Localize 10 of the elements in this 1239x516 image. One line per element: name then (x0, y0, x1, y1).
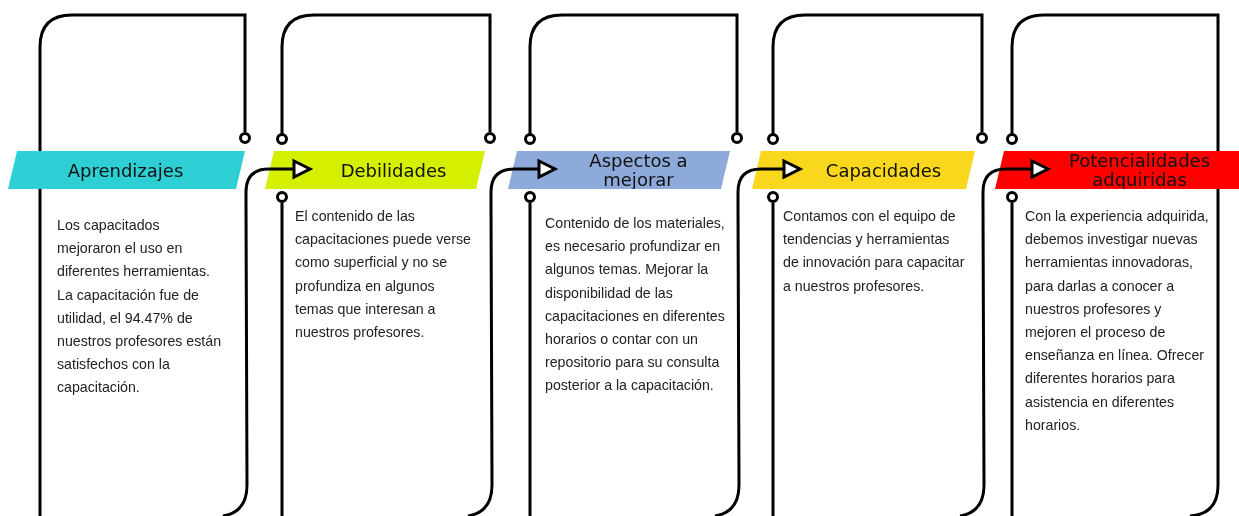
description-text: El contenido de las capacitaciones puede verse como superficial y no se profundiza en algunos temas que interesan a nuestros profesores. (295, 207, 472, 342)
heading-banner: Aspectos a mejorar (508, 151, 730, 189)
heading-banner: Potencialidades adquiridas (995, 151, 1239, 189)
heading-banner: Capacidades (752, 151, 975, 189)
description-text: Con la experiencia adquirida, debemos investigar nuevas herramientas innovadoras, para darlas a conocer a nuestros profesores y mejoren el proceso de enseñanza en línea. Ofrecer diferentes horarios para asistencia en diferentes horarios. (1025, 207, 1210, 435)
description-text: Contamos con el equipo de tendencias y herramientas de innovación para capacitar a nuestros profesores. (783, 207, 966, 296)
description-text: Contenido de los materiales, es necesario profundizar en algunos temas. Mejorar la disponibilidad de las capacitaciones en diferentes horarios o contar con un repositorio para su consulta posterior a la capacitación. (545, 214, 726, 396)
heading-banner: Aprendizajes (8, 151, 245, 189)
description-text: Los capacitados mejoraron el uso en diferentes herramientas. La capacitación fue de utilidad, el 94.47% de nuestros profesores están satisfechos con la capacitación. (57, 216, 223, 398)
heading-banner: Debilidades (265, 151, 485, 189)
